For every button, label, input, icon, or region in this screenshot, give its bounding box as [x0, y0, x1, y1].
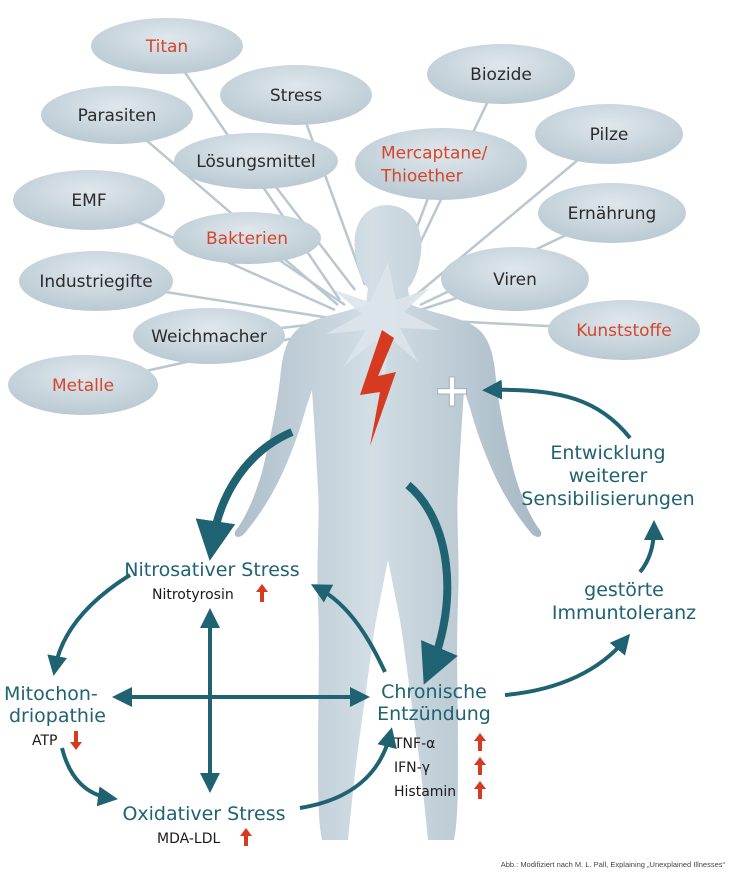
bubble-shape: [535, 104, 683, 164]
histamin-up-arrow-icon: [474, 781, 486, 799]
arrow-body-to-nitrosative: [195, 428, 294, 561]
stressor-bubble: Titan: [91, 18, 243, 74]
bubble-shape: [355, 128, 527, 200]
stressor-label: Kunststoffe: [576, 321, 671, 341]
arrow-chronic-to-tolerance: [504, 633, 631, 697]
stressor-label: Thioether: [380, 167, 463, 187]
stressor-label: Weichmacher: [151, 327, 267, 347]
tnf-up-arrow-icon: [474, 733, 486, 751]
stressor-label: Bakterien: [206, 229, 288, 249]
stressor-bubble: Parasiten: [41, 86, 193, 144]
bubble-shape: [19, 251, 173, 311]
chest-starburst: [326, 262, 440, 380]
sensitization-line2: weiterer: [569, 465, 648, 487]
stressor-label: Industriegifte: [39, 272, 152, 292]
arrow-mito-to-oxidative: [60, 747, 118, 807]
chronic-inflammation-line2: Entzündung: [377, 703, 491, 725]
atp-down-arrow-icon: [70, 731, 82, 750]
plus-sign-icon: +: [433, 363, 472, 417]
stressor-bubble: Bakterien: [173, 212, 321, 264]
stressor-bubble: Mercaptane/Thioether: [355, 128, 527, 200]
stressor-label: Lösungsmittel: [196, 152, 315, 172]
stressor-bubble: EMF: [13, 170, 165, 230]
cycle-arrows: [47, 379, 664, 810]
figure-credit: Abb.: Modifiziert nach M. L. Pall, Expla…: [500, 860, 725, 869]
mito-label-line1: Mitochon-: [4, 683, 98, 705]
lightning-bolt-icon: [360, 330, 396, 446]
stressor-label: Ernährung: [568, 204, 657, 224]
stressor-bubble: Weichmacher: [133, 308, 285, 364]
arrow-chronic-to-nitrosative: [310, 584, 387, 673]
stressor-bubble: Ernährung: [538, 183, 686, 243]
arrow-nitrosative-to-mito: [47, 573, 132, 676]
stressor-bubble: Viren: [441, 247, 589, 311]
stressor-label: Metalle: [52, 376, 114, 396]
stressor-label: Viren: [493, 270, 537, 290]
bubble-shape: [538, 183, 686, 243]
sensitization-line1: Entwicklung: [550, 442, 665, 464]
tolerance-line1: gestörte: [584, 579, 664, 601]
connector-line: [294, 94, 367, 286]
arrow-sensitization-to-plus: [482, 379, 632, 440]
bubble-shape: [173, 212, 321, 264]
stressor-label: Pilze: [590, 125, 629, 145]
tnf-alpha-label: TNF-α: [393, 736, 435, 752]
stressor-bubble: Lösungsmittel: [174, 133, 338, 189]
bubble-shape: [91, 18, 243, 74]
nitrosative-stress-title: Nitrosativer Stress: [124, 559, 299, 581]
nitrotyrosin-up-arrow-icon: [256, 584, 268, 602]
stressor-bubble: Stress: [220, 65, 372, 125]
bubble-shape: [548, 300, 700, 360]
histamin-label: Histamin: [394, 784, 456, 800]
arrow-tolerance-to-sensitization: [638, 520, 664, 574]
stressor-label: Mercaptane/: [381, 144, 488, 164]
stressor-bubble: Biozide: [427, 44, 575, 104]
bubble-shape: [427, 44, 575, 104]
ifn-up-arrow-icon: [474, 757, 486, 775]
connector-line: [116, 114, 339, 306]
mda-ldl-label: MDA-LDL: [157, 831, 221, 847]
stressor-label: Titan: [145, 37, 188, 57]
bubble-shape: [174, 133, 338, 189]
ifn-gamma-label: IFN-γ: [394, 760, 430, 776]
bubble-shape: [441, 247, 589, 311]
bubble-shape: [220, 65, 372, 125]
bubble-shape: [8, 355, 158, 415]
chronic-inflammation-line1: Chronische: [381, 681, 487, 703]
stressor-label: Parasiten: [78, 106, 157, 126]
bubble-shape: [13, 170, 165, 230]
stressor-bubble: Pilze: [535, 104, 683, 164]
mito-label-line2: driopathie: [9, 705, 106, 727]
sensitization-line3: Sensibilisierungen: [521, 488, 694, 510]
human-body-silhouette: [234, 205, 542, 840]
stressor-bubble: Industriegifte: [19, 251, 173, 311]
tolerance-line2: Immuntoleranz: [552, 602, 696, 624]
mda-ldl-up-arrow-icon: [240, 828, 252, 846]
stressor-label: EMF: [71, 191, 106, 211]
bubble-shape: [133, 308, 285, 364]
oxidative-stress-title: Oxidativer Stress: [122, 803, 285, 825]
atp-label: ATP: [32, 733, 57, 749]
stressor-label: Stress: [270, 86, 322, 106]
stressor-bubble: Metalle: [8, 355, 158, 415]
stressor-bubble: Kunststoffe: [548, 300, 700, 360]
arrow-body-to-chronic: [405, 481, 458, 685]
stressor-label: Biozide: [470, 65, 532, 85]
nitrotyrosin-label: Nitrotyrosin: [152, 587, 234, 603]
bubble-shape: [41, 86, 193, 144]
arrow-oxidative-to-chronic: [299, 727, 397, 810]
